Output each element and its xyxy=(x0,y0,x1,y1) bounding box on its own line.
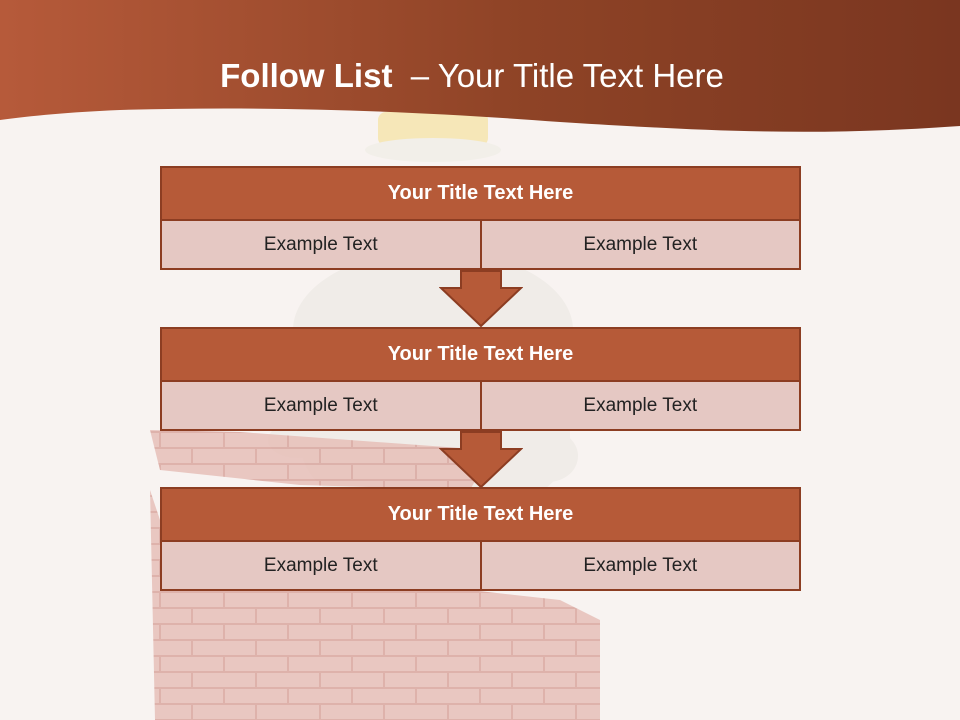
step-2-left-text: Example Text xyxy=(160,382,482,431)
slide-title: Follow List – Your Title Text Here xyxy=(0,56,944,96)
step-row-2: Example Text Example Text xyxy=(160,382,801,431)
step-row-1: Example Text Example Text xyxy=(160,221,801,270)
step-block-3: Your Title Text Here Example Text Exampl… xyxy=(160,487,801,591)
brick-wall-top xyxy=(150,430,480,490)
step-2-right-text: Example Text xyxy=(481,382,801,431)
step-3-right-text: Example Text xyxy=(481,542,801,591)
step-block-2: Your Title Text Here Example Text Exampl… xyxy=(160,327,801,431)
header-band xyxy=(0,0,960,132)
hard-hat xyxy=(378,112,488,146)
step-heading-2: Your Title Text Here xyxy=(160,327,801,382)
step-block-1: Your Title Text Here Example Text Exampl… xyxy=(160,166,801,270)
down-arrow-icon xyxy=(439,431,523,489)
title-rest: – Your Title Text Here xyxy=(392,57,724,94)
title-bold: Follow List xyxy=(220,57,393,94)
step-3-left-text: Example Text xyxy=(160,542,482,591)
step-heading-3: Your Title Text Here xyxy=(160,487,801,542)
step-row-3: Example Text Example Text xyxy=(160,542,801,591)
step-1-right-text: Example Text xyxy=(481,221,801,270)
brick-wall xyxy=(150,490,600,720)
down-arrow-icon xyxy=(439,270,523,328)
step-1-left-text: Example Text xyxy=(160,221,482,270)
step-heading-1: Your Title Text Here xyxy=(160,166,801,221)
